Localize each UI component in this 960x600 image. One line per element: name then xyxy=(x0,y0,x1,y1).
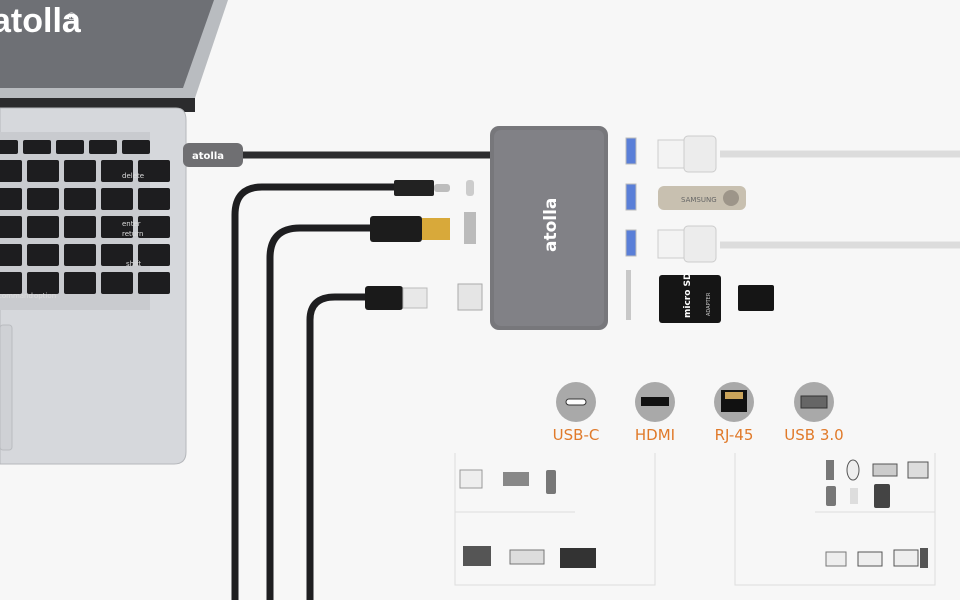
usb-stick-icon xyxy=(826,460,834,480)
usb-a-ports xyxy=(625,137,637,320)
keyboard-key xyxy=(27,272,59,294)
keyboard-key xyxy=(138,160,170,182)
keyboard-key xyxy=(64,244,96,266)
usb-hub-icon xyxy=(503,472,529,486)
mouse-icon xyxy=(846,459,860,481)
label-hdmi: HDMI xyxy=(634,426,676,444)
desktop-icon xyxy=(893,549,919,567)
laptop-icon xyxy=(857,551,883,567)
keyboard-key xyxy=(27,244,59,266)
card-icon xyxy=(850,488,858,504)
hub-rj45-port xyxy=(457,283,483,311)
keyboard-key xyxy=(0,244,22,266)
keyboard-key xyxy=(0,188,22,210)
rj45-plug xyxy=(365,286,403,310)
tv-icon xyxy=(560,548,596,568)
device-icons xyxy=(459,459,929,568)
key-label: option xyxy=(34,292,56,300)
printer-icon xyxy=(907,461,929,479)
sd-adapter-label: ADAPTER xyxy=(706,292,712,316)
keyboard-key xyxy=(138,188,170,210)
phone-icon xyxy=(826,486,836,506)
keyboard-key xyxy=(0,216,22,238)
sd-adapter xyxy=(659,275,721,323)
tower-icon xyxy=(920,548,928,568)
keyboard-key xyxy=(64,188,96,210)
keyboard-icon xyxy=(872,463,898,477)
laptop-logo: atolla xyxy=(0,2,82,40)
hub-usb-c-port xyxy=(466,180,474,196)
hub-hdmi-port xyxy=(464,212,476,244)
router-icon xyxy=(825,551,847,567)
keyboard-key xyxy=(101,188,133,210)
usb-c-cable-plug xyxy=(183,143,243,167)
key-label: enter xyxy=(122,220,141,228)
keyboard-key xyxy=(138,272,170,294)
keyboard-key xyxy=(23,140,51,154)
key-label: return xyxy=(122,230,143,238)
keyboard-key xyxy=(56,140,84,154)
sd-card-label: micro SD xyxy=(683,272,693,318)
cables xyxy=(231,151,492,600)
keyboard-key xyxy=(89,140,117,154)
cable-logo: atolla xyxy=(192,151,224,162)
projector-icon xyxy=(509,549,545,565)
key-label: shift xyxy=(126,260,141,268)
key-label: command xyxy=(0,292,33,300)
keyboard-key xyxy=(64,272,96,294)
registered-mark: ® xyxy=(66,10,77,23)
keyboard-key xyxy=(122,140,150,154)
monitor-icon xyxy=(463,546,491,566)
keyboard-key xyxy=(101,272,133,294)
key-label: delete xyxy=(122,172,144,180)
keyboard-key xyxy=(0,272,22,294)
keyboard-key xyxy=(64,160,96,182)
keyboard-key xyxy=(0,160,22,182)
keyboard-key xyxy=(101,160,133,182)
flash-drive-brand: SAMSUNG xyxy=(681,196,717,204)
device-panels xyxy=(454,453,936,586)
keyboard-key xyxy=(27,216,59,238)
flash-drive xyxy=(658,186,746,210)
label-usb-3: USB 3.0 xyxy=(784,426,844,444)
keyboard-key xyxy=(101,244,133,266)
keyboard-key xyxy=(0,140,18,154)
tablet-icon xyxy=(874,484,890,508)
label-rj45: RJ-45 xyxy=(714,426,754,444)
keyboard-key xyxy=(138,244,170,266)
hub-logo: atolla xyxy=(541,198,561,252)
charger-icon xyxy=(459,469,483,489)
label-usb-c: USB-C xyxy=(552,426,600,444)
keyboard-key xyxy=(27,188,59,210)
micro-sd-card xyxy=(738,285,774,311)
hdmi-plug xyxy=(370,216,422,242)
keyboard-key xyxy=(64,216,96,238)
usb-c-plug xyxy=(394,180,434,196)
keyboard-key xyxy=(101,216,133,238)
keyboard-key xyxy=(27,160,59,182)
port-icons xyxy=(556,382,834,422)
usb-drive-icon xyxy=(546,470,556,494)
usb-a-plugs xyxy=(657,135,960,263)
keyboard-key xyxy=(138,216,170,238)
